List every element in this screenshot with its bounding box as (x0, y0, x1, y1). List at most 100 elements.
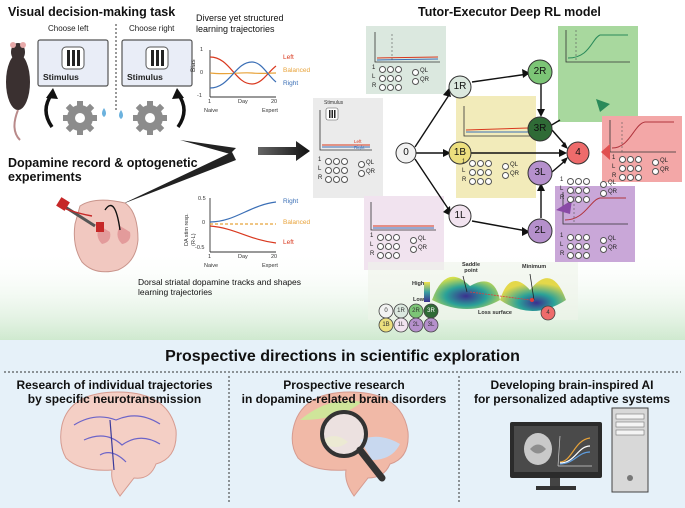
mini-row-label: L (560, 242, 564, 248)
mini-row-label: R (612, 173, 617, 179)
panel-node-2r-3r (558, 26, 638, 122)
mini-neuron (583, 243, 590, 250)
left-monitor (37, 39, 109, 87)
da-ylabel-line2: (R-L) (191, 233, 197, 246)
mini-neuron (387, 84, 394, 91)
striatal-caption-line1: Dorsal striatal dopamine tracks and shap… (138, 277, 301, 287)
mini-neuron (477, 160, 484, 167)
loss-badge: 4 (546, 310, 550, 316)
bias-balanced-series (209, 72, 277, 75)
mini-neuron (627, 156, 634, 163)
panel-node-4 (602, 116, 682, 182)
mini-neuron (477, 169, 484, 176)
da-xend-expert: Expert (262, 263, 278, 269)
bottom-title: Prospective directions in scientific exp… (165, 348, 520, 365)
section-title-line: Prospective research (283, 378, 405, 392)
mini-neuron (583, 252, 590, 259)
mini-row-label: 1 (462, 159, 466, 165)
loss-badge: 3R (427, 308, 435, 314)
loss-badge: 1L (397, 322, 405, 328)
mini-q-neuron (410, 237, 417, 244)
mini-neuron (477, 178, 484, 185)
mini-neuron (567, 234, 574, 241)
node-2l: 2L (534, 225, 546, 236)
mini-q-neuron (358, 161, 365, 168)
mini-neuron (635, 165, 642, 172)
bias-legend-left: Left (283, 54, 294, 61)
mini-neuron (333, 176, 340, 183)
mini-row-label: R (560, 195, 565, 201)
mini-row-label: 1 (560, 177, 564, 183)
mini-neuron (395, 75, 402, 82)
arrow-task-to-center (180, 140, 236, 154)
mini-q-label: QR (510, 171, 519, 177)
computer-illustration (510, 407, 649, 493)
mini-row-label: R (462, 177, 467, 183)
da-xend-naive: Naive (204, 263, 219, 269)
panel-pointers (556, 99, 610, 214)
loss-badge: 1B (382, 322, 390, 328)
bias-xend-expert: Expert (262, 108, 278, 114)
mini-neuron (395, 66, 402, 73)
mini-neuron (377, 243, 384, 250)
mini-row-label: 1 (372, 65, 376, 71)
mini-row-label: 1 (560, 233, 564, 239)
mini-neuron (575, 196, 582, 203)
mini-neuron (333, 167, 340, 174)
mini-q-label: QR (608, 245, 617, 251)
bias-xend-naive: Naive (204, 108, 219, 114)
loss-badge: 2R (412, 308, 420, 314)
arrow-dopamine-to-center (120, 152, 236, 205)
da-xtick: 1 (208, 254, 212, 260)
mini-q-neuron (600, 237, 607, 244)
mini-q-neuron (410, 246, 417, 253)
arrow-to-model (258, 141, 310, 161)
section-title-brain-inspired-ai: Developing brain-inspired AI for persona… (459, 378, 685, 406)
rat-brain-slice (73, 199, 139, 273)
mini-row-label: R (370, 251, 375, 257)
mini-neuron (387, 66, 394, 73)
mini-neuron (485, 169, 492, 176)
mini-q-label: QL (608, 180, 617, 186)
right-monitor (121, 39, 193, 87)
mini-q-neuron (412, 78, 419, 85)
mini-neuron (393, 252, 400, 259)
mini-neuron (567, 178, 574, 185)
bias-legend-balanced: Balanced (283, 67, 311, 74)
mini-row-label: 1 (612, 155, 616, 161)
mini-neuron (393, 243, 400, 250)
trajectory-title: Diverse yet structured learning trajecto… (196, 13, 284, 35)
saddle-label: Saddle point (461, 262, 481, 274)
mini-legend-right: Right (354, 145, 365, 150)
section-title-line: for personalized adaptive systems (473, 392, 671, 406)
mini-q-neuron (600, 246, 607, 253)
da-ytick: -0.5 (195, 245, 205, 251)
mini-stimulus-label: Stimulus (324, 100, 344, 106)
loss-badge: 2L (412, 322, 420, 328)
node-1b: 1B (453, 147, 467, 158)
network-edges (414, 73, 567, 232)
model-title: Tutor-Executor Deep RL model (418, 5, 601, 19)
mini-neuron (469, 178, 476, 185)
mini-neuron (341, 167, 348, 174)
mini-q-label: QL (510, 162, 519, 168)
mini-row-label: R (560, 251, 565, 257)
mini-legend-left: Left (354, 139, 362, 144)
node-4: 4 (575, 147, 581, 158)
dopamine-title-line2: experiments (8, 170, 82, 184)
mini-q-label: QL (660, 158, 669, 164)
mini-row-label: 1 (370, 233, 374, 239)
mini-neuron (627, 174, 634, 181)
mini-q-label: QR (420, 77, 429, 83)
mini-neuron (575, 234, 582, 241)
mini-q-neuron (358, 170, 365, 177)
mini-row-label: L (462, 168, 466, 174)
mini-neuron (575, 187, 582, 194)
loss-high-label: High (412, 281, 425, 287)
mini-q-label: QL (608, 236, 617, 242)
arrow-left-choice (44, 92, 54, 129)
bias-ytick: -1 (197, 93, 202, 99)
loss-low-label: Low (413, 297, 424, 303)
da-xtick: Day (238, 254, 248, 260)
